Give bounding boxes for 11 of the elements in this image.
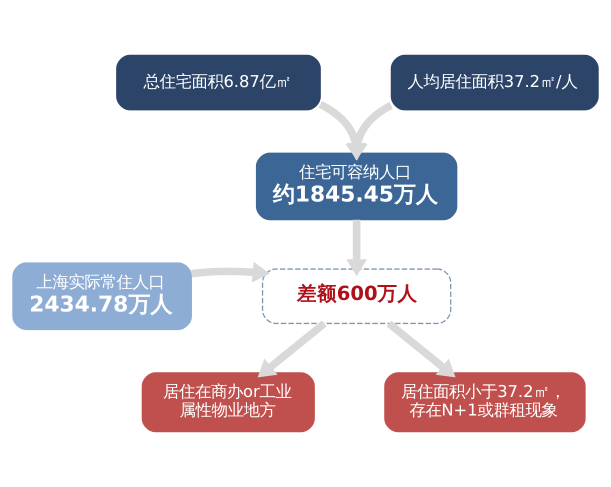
node-box: 差额600万人 (262, 268, 452, 324)
node-box: 住宅可容纳人口 约1845.45万人 (256, 152, 458, 220)
node-box: 居住在商办or工业属性物业地方 (142, 372, 315, 432)
arrow (346, 220, 368, 276)
node-box: 居住面积小于37.2㎡，存在N+1或群租现象 (384, 372, 586, 432)
node-box: 上海实际常住人口 2434.78万人 (12, 262, 192, 330)
arrow (258, 320, 327, 378)
arrow (386, 320, 456, 378)
arrow (191, 262, 270, 283)
node-box: 总住宅面积6.87亿㎡ (116, 54, 321, 110)
node-box: 人均居住面积37.2㎡/人 (390, 54, 599, 110)
